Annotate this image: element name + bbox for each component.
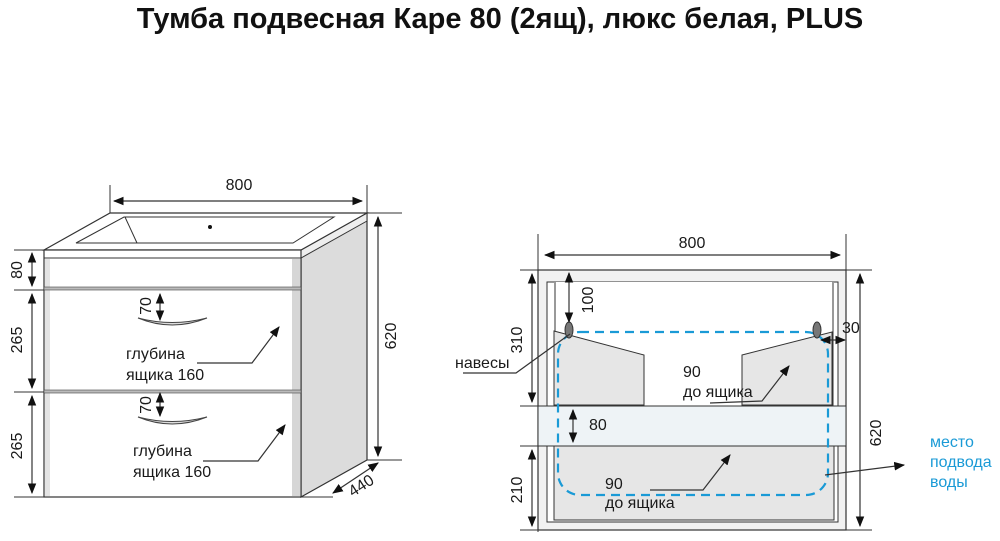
- drawer-depth-upper-line2: ящика 160: [126, 367, 204, 384]
- front-height-label: 620: [383, 323, 400, 350]
- top-band-label: 80: [9, 261, 26, 279]
- hinge-left: [564, 321, 574, 339]
- front-panel: [43, 249, 302, 498]
- water-supply-line2: подвода: [930, 454, 992, 471]
- handle-lower: [137, 416, 208, 425]
- middle-band-label: 80: [589, 417, 607, 434]
- bracket-left: [553, 330, 645, 406]
- page-title: Тумба подвесная Каре 80 (2ящ), люкс бела…: [136, 3, 864, 35]
- upper-zone-label: 310: [509, 327, 526, 354]
- hinges-label: навесы: [455, 355, 509, 372]
- drawer-depth-lower-line2: ящика 160: [133, 464, 211, 481]
- handle-upper: [137, 317, 208, 326]
- back-height-label: 620: [868, 420, 885, 447]
- front-width-label: 800: [226, 177, 253, 194]
- middle-band: [537, 405, 847, 447]
- drawer-gap-lower: [43, 389, 302, 394]
- handle-upper-offset-label: 70: [138, 297, 155, 315]
- drawer-depth-lower-line1: глубина: [133, 443, 192, 460]
- handle-lower-offset-label: 70: [138, 396, 155, 414]
- drawer-depth-upper-line1: глубина: [126, 346, 185, 363]
- lower-zone-label: 210: [509, 477, 526, 504]
- front-view: 800 80 265 265 70 70 глубина ящика 160 г…: [9, 177, 402, 501]
- drawer-lower-height-label: 265: [9, 433, 26, 460]
- depth-label: 440: [346, 472, 378, 501]
- sink-bowl: [75, 216, 336, 244]
- upper-clearance-value: 90: [683, 364, 701, 381]
- back-view: 800 310 210 100 80 30 620 навесы 90 до я…: [455, 234, 992, 532]
- hinge-top-offset-label: 100: [580, 287, 597, 314]
- drawer-gap-upper: [43, 286, 302, 291]
- lower-clearance-value: 90: [605, 476, 623, 493]
- hinge-side-offset-label: 30: [842, 320, 860, 337]
- water-supply-line3: воды: [930, 474, 968, 491]
- hinge-right: [812, 321, 822, 339]
- lower-drawer: [553, 445, 835, 521]
- water-zone: [556, 330, 830, 497]
- drawer-upper-height-label: 265: [9, 327, 26, 354]
- upper-clearance-text: до ящика: [683, 384, 753, 401]
- drain-hole: [208, 225, 212, 229]
- water-supply-line1: место: [930, 434, 974, 451]
- back-width-label: 800: [679, 235, 706, 252]
- lower-clearance-text: до ящика: [605, 495, 675, 512]
- side-panel: [300, 211, 368, 499]
